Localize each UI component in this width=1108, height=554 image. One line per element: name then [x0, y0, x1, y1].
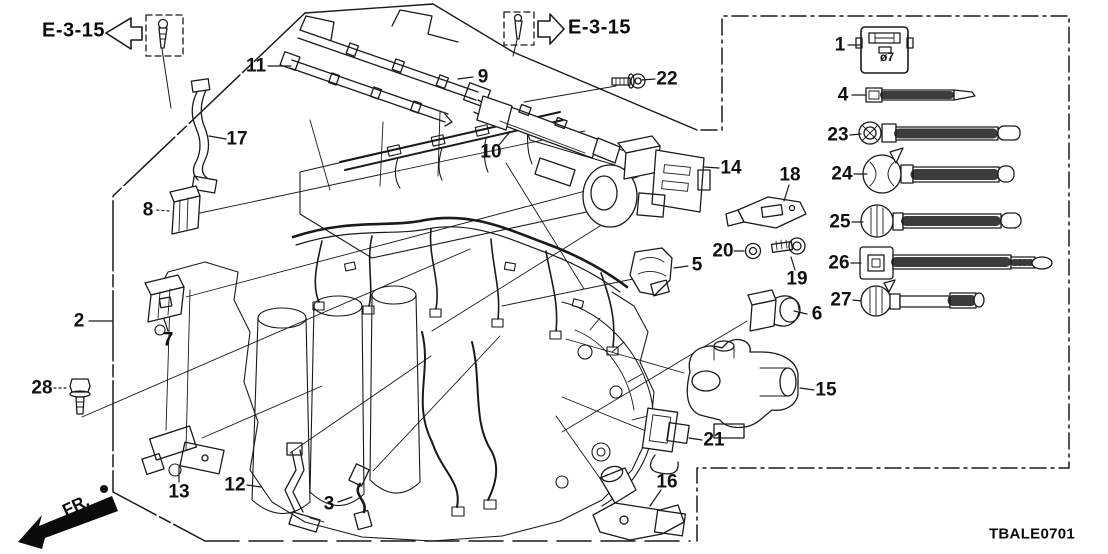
leader-line-18 [783, 184, 790, 202]
part-1-clip-drawing [855, 26, 914, 74]
part-18-drawing [725, 196, 807, 229]
part1-diameter-marking: ø7 [879, 50, 895, 64]
ref-arrow-right [503, 11, 565, 57]
part-10-drawing [476, 95, 621, 187]
engine-illustration [81, 85, 748, 542]
diagram-border [112, 3, 1070, 542]
part-12-drawing [284, 442, 325, 533]
part-27-tie-drawing [860, 279, 985, 317]
leader-line-10 [498, 132, 510, 146]
part-15-drawing [686, 338, 799, 439]
part-19-bolt-drawing [770, 237, 806, 255]
part-6-drawing [747, 289, 801, 332]
leader-line-15 [799, 387, 815, 391]
leader-line-14 [703, 166, 720, 169]
part-28-bolt-drawing [69, 378, 91, 415]
diagram-code: TBALE0701 [988, 525, 1076, 543]
leader-line-22 [640, 78, 656, 81]
part-4-tie-drawing [865, 87, 976, 103]
leader-line-12 [246, 484, 262, 488]
ref-arrow-left [105, 14, 184, 109]
part-14-drawing [582, 135, 711, 228]
front-direction-arrow [18, 485, 118, 549]
part-20-nut-drawing [744, 242, 762, 260]
part-8-drawing [169, 185, 201, 235]
part-5-drawing [629, 247, 673, 297]
leader-line-17 [208, 135, 227, 140]
part-21-drawing [641, 407, 690, 475]
part-11-drawing [279, 51, 453, 127]
part-22-bolt-drawing [611, 73, 646, 89]
leader-line-21 [688, 437, 703, 441]
leader-line-6 [793, 310, 808, 315]
callout-leader-lines [53, 44, 868, 507]
leader-line-9 [457, 76, 474, 80]
leader-line-23 [849, 133, 862, 136]
part-17-drawing [190, 78, 218, 194]
part-25-tie-drawing [860, 204, 1022, 238]
ref-link-right-label[interactable]: E-3-15 [568, 16, 632, 39]
leader-line-8 [156, 209, 170, 212]
leader-line-16 [649, 489, 662, 507]
part-16-drawing [592, 465, 687, 541]
part-26-tie-drawing [859, 246, 1053, 280]
ref-link-left-label[interactable]: E-3-15 [42, 19, 106, 42]
part-24-tie-drawing [862, 147, 1015, 194]
part-3-drawing [348, 463, 373, 531]
leader-line-19 [790, 256, 796, 271]
part-13-drawing [141, 425, 225, 476]
part-23-tie-drawing [858, 121, 1021, 145]
leader-line-3 [337, 496, 353, 503]
part-7-drawing [144, 274, 185, 323]
leader-line-27 [852, 299, 862, 302]
leader-line-7 [163, 318, 169, 332]
leader-line-5 [673, 265, 689, 269]
